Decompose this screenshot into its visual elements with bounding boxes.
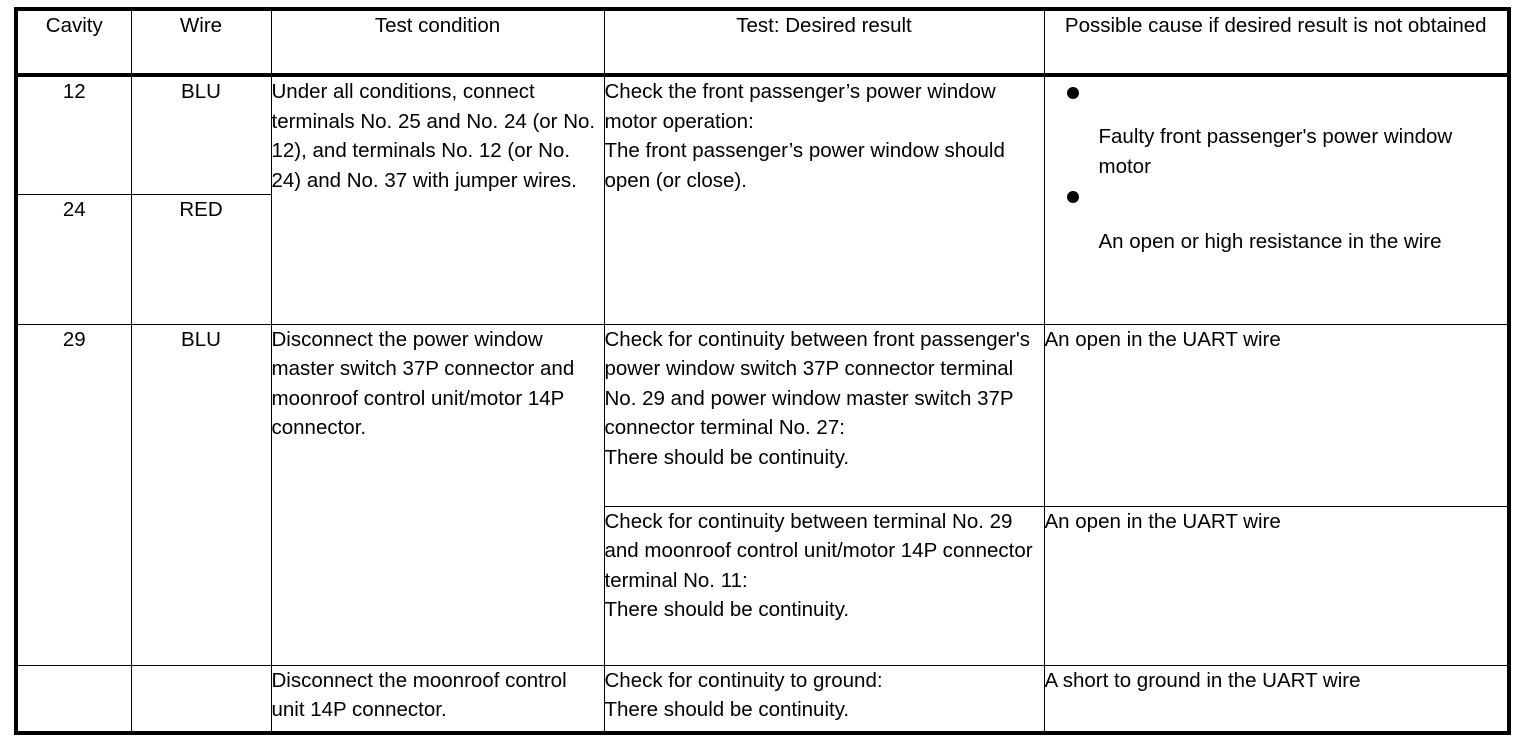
column-header-wire: Wire <box>130 8 272 77</box>
cell-test-desired-result: Check for continuity between terminal No… <box>603 505 1045 666</box>
table-row: Check for continuity between terminal No… <box>16 505 1510 666</box>
possible-cause-text: An open or high resistance in the wire <box>1098 230 1442 253</box>
test-desired-result-text: Check for continuity to ground: There sh… <box>604 668 883 722</box>
cell-possible-cause: An open in the UART wire <box>1043 323 1510 507</box>
cell-test-desired-result: Check the front passenger’s power window… <box>603 74 1045 325</box>
cell-cavity: 24 <box>15 193 132 325</box>
cell-test-desired-result: Check for continuity to ground: There sh… <box>603 664 1045 734</box>
cell-test-condition: Under all conditions, connect terminals … <box>270 74 605 325</box>
cell-possible-cause: Faulty front passenger's power window mo… <box>1043 74 1510 325</box>
column-header-test-desired-result: Test: Desired result <box>603 8 1045 77</box>
column-header-cavity: Cavity <box>15 8 132 77</box>
table-row: 29 BLU Disconnect the power window maste… <box>15 323 1510 666</box>
table-body: 12 BLU Under all conditions, connect ter… <box>15 74 1510 734</box>
cell-wire: RED <box>130 193 272 325</box>
table-header: Cavity Wire Test condition Test: Desired… <box>15 8 1510 77</box>
list-item: An open or high resistance in the wire <box>1045 181 1508 257</box>
cell-cavity: 29 <box>15 323 132 666</box>
test-condition-text: Disconnect the power window master switc… <box>271 327 575 440</box>
possible-cause-text: Faulty front passenger's power window mo… <box>1098 125 1453 178</box>
possible-cause-list: Faulty front passenger's power window mo… <box>1045 77 1508 257</box>
cell-possible-cause: A short to ground in the UART wire <box>1043 664 1510 734</box>
cell-test-desired-result: Check for continuity between front passe… <box>603 323 1045 507</box>
cell-test-condition: Disconnect the moonroof control unit 14P… <box>270 664 605 734</box>
possible-cause-text: A short to ground in the UART wire <box>1044 668 1361 692</box>
table-row: 24 RED <box>15 193 1509 325</box>
bullet-icon <box>1045 77 1508 106</box>
cell-wire: BLU <box>130 74 272 195</box>
possible-cause-text: An open in the UART wire <box>1044 327 1281 351</box>
cell-test-condition: Disconnect the power window master switc… <box>270 323 605 666</box>
cell-wire: BLU <box>130 323 272 666</box>
table-row: 12 BLU Under all conditions, connect ter… <box>15 74 1510 325</box>
table-row: Disconnect the moonroof control unit 14P… <box>15 664 1510 734</box>
bullet-icon <box>1045 181 1508 210</box>
column-header-possible-cause: Possible cause if desired result is not … <box>1043 8 1510 77</box>
cell-cavity: 12 <box>15 74 132 195</box>
cell-cavity <box>15 664 132 734</box>
test-desired-result-text: Check for continuity between terminal No… <box>604 509 1033 622</box>
test-condition-text: Disconnect the moonroof control unit 14P… <box>271 668 567 722</box>
test-desired-result-text: Check for continuity between front passe… <box>604 327 1031 469</box>
table-header-row: Cavity Wire Test condition Test: Desired… <box>15 8 1510 77</box>
possible-cause-text: An open in the UART wire <box>1044 509 1281 533</box>
troubleshooting-table: Cavity Wire Test condition Test: Desired… <box>14 7 1511 735</box>
cell-wire <box>130 664 272 734</box>
test-condition-text: Under all conditions, connect terminals … <box>271 80 596 192</box>
list-item: Faulty front passenger's power window mo… <box>1045 77 1508 181</box>
test-desired-result-text: Check the front passenger’s power window… <box>604 80 1005 192</box>
column-header-test-condition: Test condition <box>270 8 605 77</box>
cell-possible-cause: An open in the UART wire <box>1043 505 1510 666</box>
